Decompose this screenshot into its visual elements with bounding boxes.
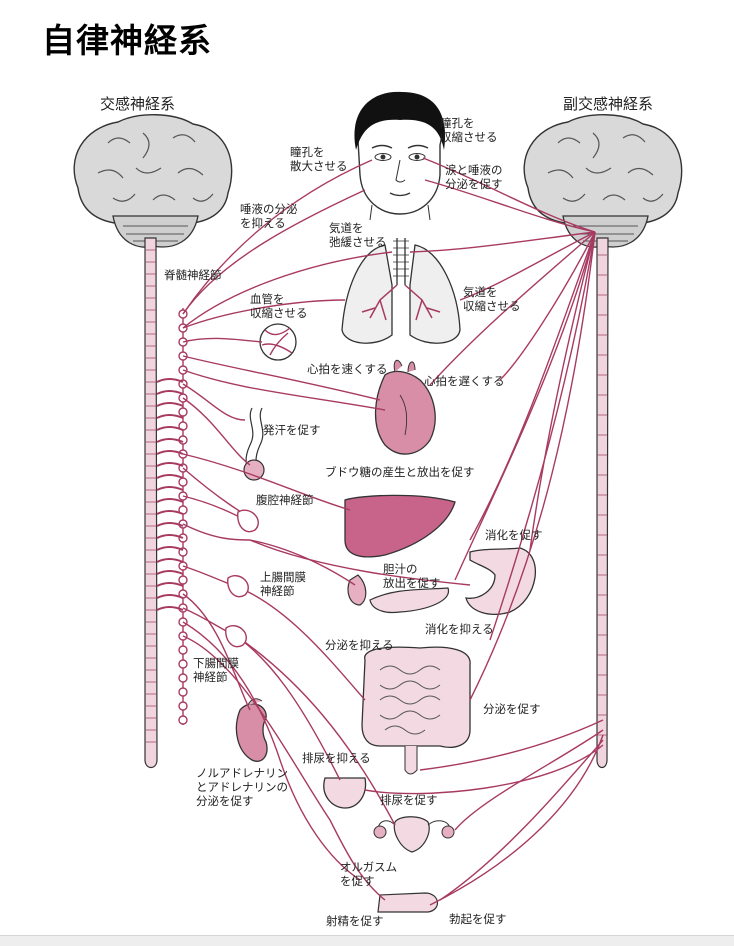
lungs (341, 238, 461, 344)
bottom-scroll-bar[interactable] (0, 935, 734, 946)
label-airway-constrict: 気道を収縮させる (463, 285, 521, 313)
head (354, 91, 446, 221)
label-digestion-inhibit: 消化を抑える (425, 622, 494, 636)
label-secretion-promote: 分泌を促す (483, 702, 541, 716)
label-digestion-promote: 消化を促す (485, 528, 543, 542)
heart (374, 359, 436, 455)
label-pupil-dilate: 瞳孔を散大させる (290, 145, 348, 173)
spinal-coils (156, 378, 184, 611)
label-superior-mesenteric: 上腸間膜神経節 (260, 570, 306, 598)
label-saliva-inhibit: 唾液の分泌を抑える (240, 202, 298, 230)
page-title: 自律神経系 (42, 21, 212, 60)
parasympathetic-brain (523, 114, 683, 248)
uterus (373, 816, 455, 853)
penis (377, 892, 438, 913)
label-ejaculation: 射精を促す (326, 914, 384, 928)
sympathetic-title: 交感神経系 (100, 95, 176, 113)
label-spinal-ganglion: 脊髄神経節 (164, 268, 222, 282)
label-glucose: ブドウ糖の産生と放出を促す (325, 465, 475, 479)
parasympathetic-title: 副交感神経系 (563, 95, 654, 113)
label-heart-speed: 心拍を速くする (307, 362, 388, 376)
nerve-lines (182, 157, 604, 906)
label-inferior-mesenteric: 下腸間膜神経節 (193, 656, 239, 684)
label-bile: 胆汁の放出を促す (383, 562, 441, 590)
sweat-gland (243, 407, 265, 481)
intestines (361, 646, 471, 775)
label-airway-relax: 気道を弛緩させる (329, 221, 387, 249)
label-urination-inhibit: 排尿を抑える (302, 751, 371, 765)
blood-vessel (259, 323, 297, 361)
label-erection: 勃起を促す (449, 912, 507, 926)
label-urination-promote: 排尿を促す (380, 793, 438, 807)
label-orgasm: オルガスムを促す (340, 860, 398, 888)
label-sweat: 発汗を促す (263, 423, 321, 437)
label-secretion-inhibit: 分泌を抑える (325, 638, 394, 652)
label-adrenaline: ノルアドレナリンとアドレナリンの分泌を促す (196, 766, 288, 808)
parasympathetic-spinal-cord (596, 237, 609, 769)
label-tears-saliva: 涙と唾液の分泌を促す (445, 163, 503, 191)
sympathetic-brain (73, 114, 233, 248)
label-heart-slow: 心拍を遅くする (424, 374, 505, 388)
sympathetic-spinal-cord (144, 237, 158, 769)
label-celiac-ganglion: 腹腔神経節 (256, 493, 314, 507)
label-pupil-constrict: 瞳孔を収縮させる (440, 116, 498, 144)
label-vessel-constrict: 血管を収縮させる (250, 292, 308, 320)
bladder (323, 777, 367, 809)
kidney-adrenal (235, 698, 268, 762)
liver (344, 494, 456, 558)
stomach (465, 547, 536, 615)
